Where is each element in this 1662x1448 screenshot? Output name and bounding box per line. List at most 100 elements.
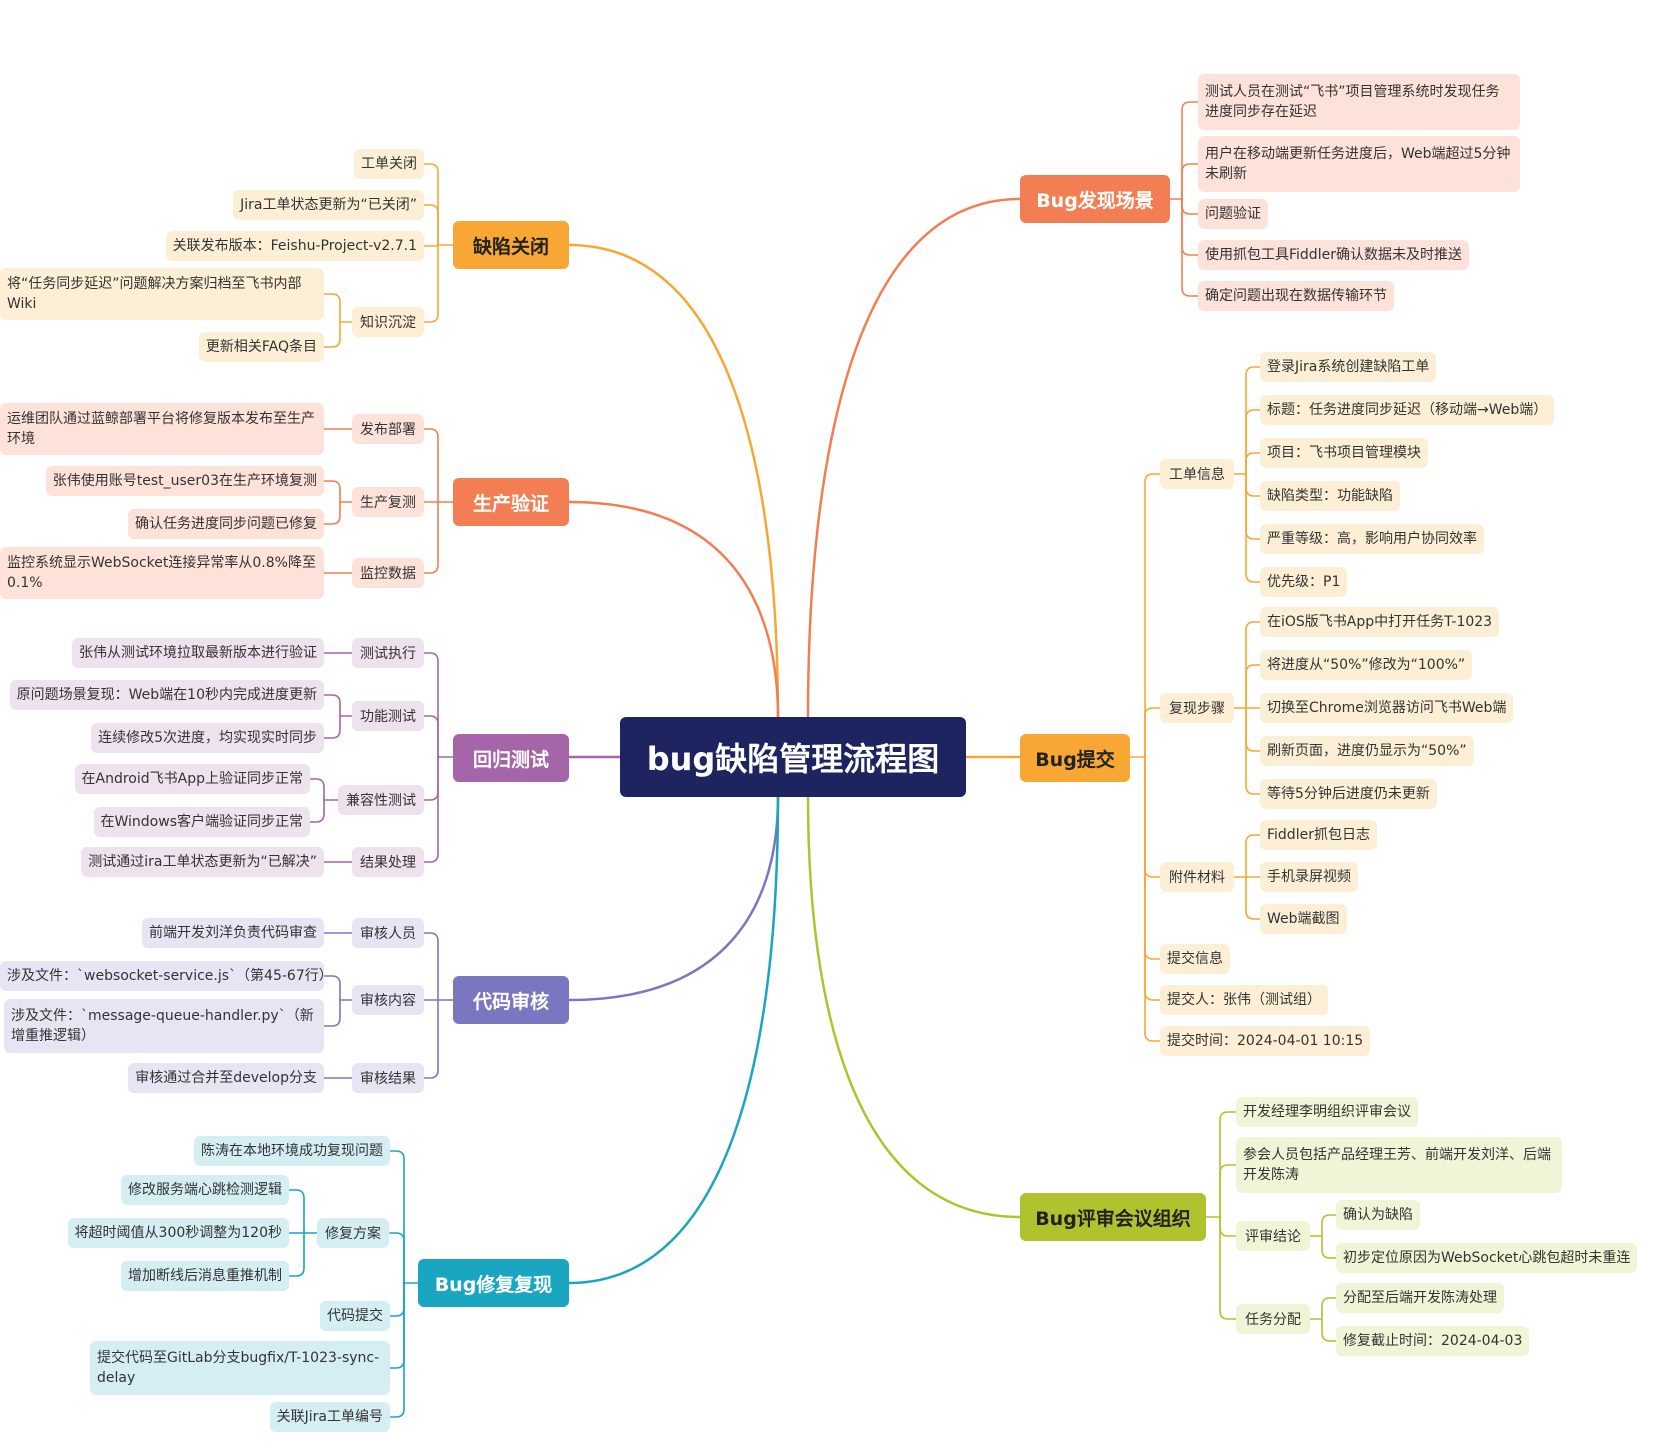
connector-line [1245,409,1261,475]
connector-line [1245,452,1261,475]
meeting-organizer: 开发经理李明组织评审会议 [1236,1097,1418,1127]
connector-line [1181,198,1199,215]
meeting-conclusion: 评审结论 [1236,1221,1310,1251]
connector-line [1181,198,1199,256]
repro-step-item: 将进度从“50%”修改为“100%” [1260,650,1473,680]
conclusion-item: 初步定位原因为WebSocket心跳包超时未重连 [1336,1243,1638,1273]
root-branch-line [567,243,780,719]
connector-line [423,999,439,1079]
discovery-item: 使用抓包工具Fiddler确认数据未及时推送 [1198,240,1469,270]
connector-line [423,204,439,246]
branch-submit: Bug提交 [1020,734,1130,782]
conclusion-item: 确认为缺陷 [1336,1200,1420,1230]
meeting-assignment: 任务分配 [1236,1304,1310,1334]
fix-jira-id: 关联Jira工单编号 [269,1402,390,1432]
root-node: bug缺陷管理流程图 [620,717,966,797]
fix-commit: 提交代码至GitLab分支bugfix/T-1023-sync-delay [90,1341,390,1395]
prod-retest: 生产复测 [352,487,424,517]
prod-deploy: 发布部署 [352,414,424,444]
attachment-item: Fiddler抓包日志 [1260,820,1377,850]
connector-line [309,799,325,823]
content-item: 涉及文件：`websocket-service.js`（第45-67行） [0,961,333,991]
knowledge-item: 更新相关FAQ条目 [198,332,324,362]
connector-line [288,1232,305,1277]
connector-line [423,715,439,758]
ticket-info-item: 严重等级：高，影响用户协同效率 [1260,524,1484,554]
ticket-info-item: 优先级：P1 [1260,567,1348,597]
close-knowledge: 知识沉淀 [352,307,424,337]
connector-line [1245,664,1261,709]
connector-line [323,975,341,1001]
prod-monitor: 监控数据 [352,558,424,588]
connector-line [1245,473,1261,540]
connector-line [323,501,341,525]
fix-reproduced: 陈涛在本地环境成功复现问题 [194,1136,390,1166]
branch-fix: Bug修复复现 [418,1259,569,1307]
regression-compat: 兼容性测试 [338,785,424,815]
connector-line [1144,756,1161,960]
discovery-item: 确定问题出现在数据传输环节 [1198,281,1394,311]
func-item: 原问题场景复现：Web端在10秒内完成进度更新 [9,680,324,710]
connector-line [1321,1214,1337,1237]
branch-close: 缺陷关闭 [453,221,569,269]
fix-plan: 修复方案 [317,1218,389,1248]
branch-prod-verify: 生产验证 [453,478,569,526]
connector-line [389,1282,405,1317]
close-ticket: 工单关闭 [354,149,424,179]
root-branch-line [567,500,780,719]
repro-step-item: 在iOS版飞书App中打开任务T-1023 [1260,607,1500,637]
attachment-item: Web端截图 [1260,904,1347,934]
attachment-item: 手机录屏视频 [1260,862,1358,892]
submit-ticket-info: 工单信息 [1160,459,1234,489]
connector-line [1245,621,1261,709]
assignment-item: 修复截止时间：2024-04-03 [1336,1326,1530,1356]
connector-line [423,501,439,574]
func-item: 连续修改5次进度，均实现实时同步 [91,723,324,753]
branch-regression: 回归测试 [453,734,569,782]
regression-result: 结果处理 [352,847,424,877]
root-branch-line [567,795,780,1002]
connector-line [423,756,439,863]
assignment-item: 分配至后端开发陈涛处理 [1336,1283,1504,1313]
content-item: 涉及文件：`message-queue-handler.py`（新增重推逻辑） [4,999,324,1053]
submit-repro-steps: 复现步骤 [1160,693,1234,723]
connector-line [1181,163,1199,200]
repro-step-item: 切换至Chrome浏览器访问飞书Web端 [1260,693,1514,723]
connector-line [423,428,439,503]
code-result-item: 审核通过合并至develop分支 [128,1063,324,1093]
branch-code-review: 代码审核 [453,976,569,1024]
connector-line [323,999,341,1027]
deploy-item: 运维团队通过蓝鲸部署平台将修复版本发布至生产环境 [0,403,324,455]
meeting-attendees: 参会人员包括产品经理王芳、前端开发刘洋、后端开发陈涛 [1236,1137,1562,1193]
retest-item: 确认任务进度同步问题已修复 [128,509,324,539]
plan-item: 修改服务端心跳检测逻辑 [121,1175,289,1205]
connector-line [1219,1164,1237,1218]
connector-line [1321,1318,1337,1342]
ticket-info-item: 项目：飞书项目管理模块 [1260,438,1428,468]
exec-item: 张伟从测试环境拉取最新版本进行验证 [72,638,324,668]
connector-line [323,715,341,739]
connector-line [1245,707,1261,795]
branch-discovery: Bug发现场景 [1020,175,1170,223]
code-review-content: 审核内容 [352,985,424,1015]
retest-item: 张伟使用账号test_user03在生产环境复测 [45,466,324,496]
root-branch-line [806,795,1022,1219]
connector-line [1245,473,1261,583]
connector-line [1144,756,1161,878]
regression-exec: 测试执行 [352,638,424,668]
discovery-item: 问题验证 [1198,199,1268,229]
monitor-item: 监控系统显示WebSocket连接异常率从0.8%降至0.1% [0,547,324,599]
connector-line [1245,707,1261,752]
discovery-item: 用户在移动端更新任务进度后，Web端超过5分钟未刷新 [1198,136,1520,192]
discovery-item: 测试人员在测试“飞书”项目管理系统时发现任务进度同步存在延迟 [1198,74,1520,130]
connector-line [423,163,439,246]
submit-attachments: 附件材料 [1160,862,1234,892]
connector-line [423,244,439,323]
fix-commit-label: 代码提交 [320,1301,390,1331]
connector-line [1245,473,1261,497]
connector-line [1245,366,1261,475]
result-item: 测试通过ira工单状态更新为“已解决” [81,847,324,877]
connector-line [1144,756,1161,1042]
compat-item: 在Android飞书App上验证同步正常 [74,764,310,794]
